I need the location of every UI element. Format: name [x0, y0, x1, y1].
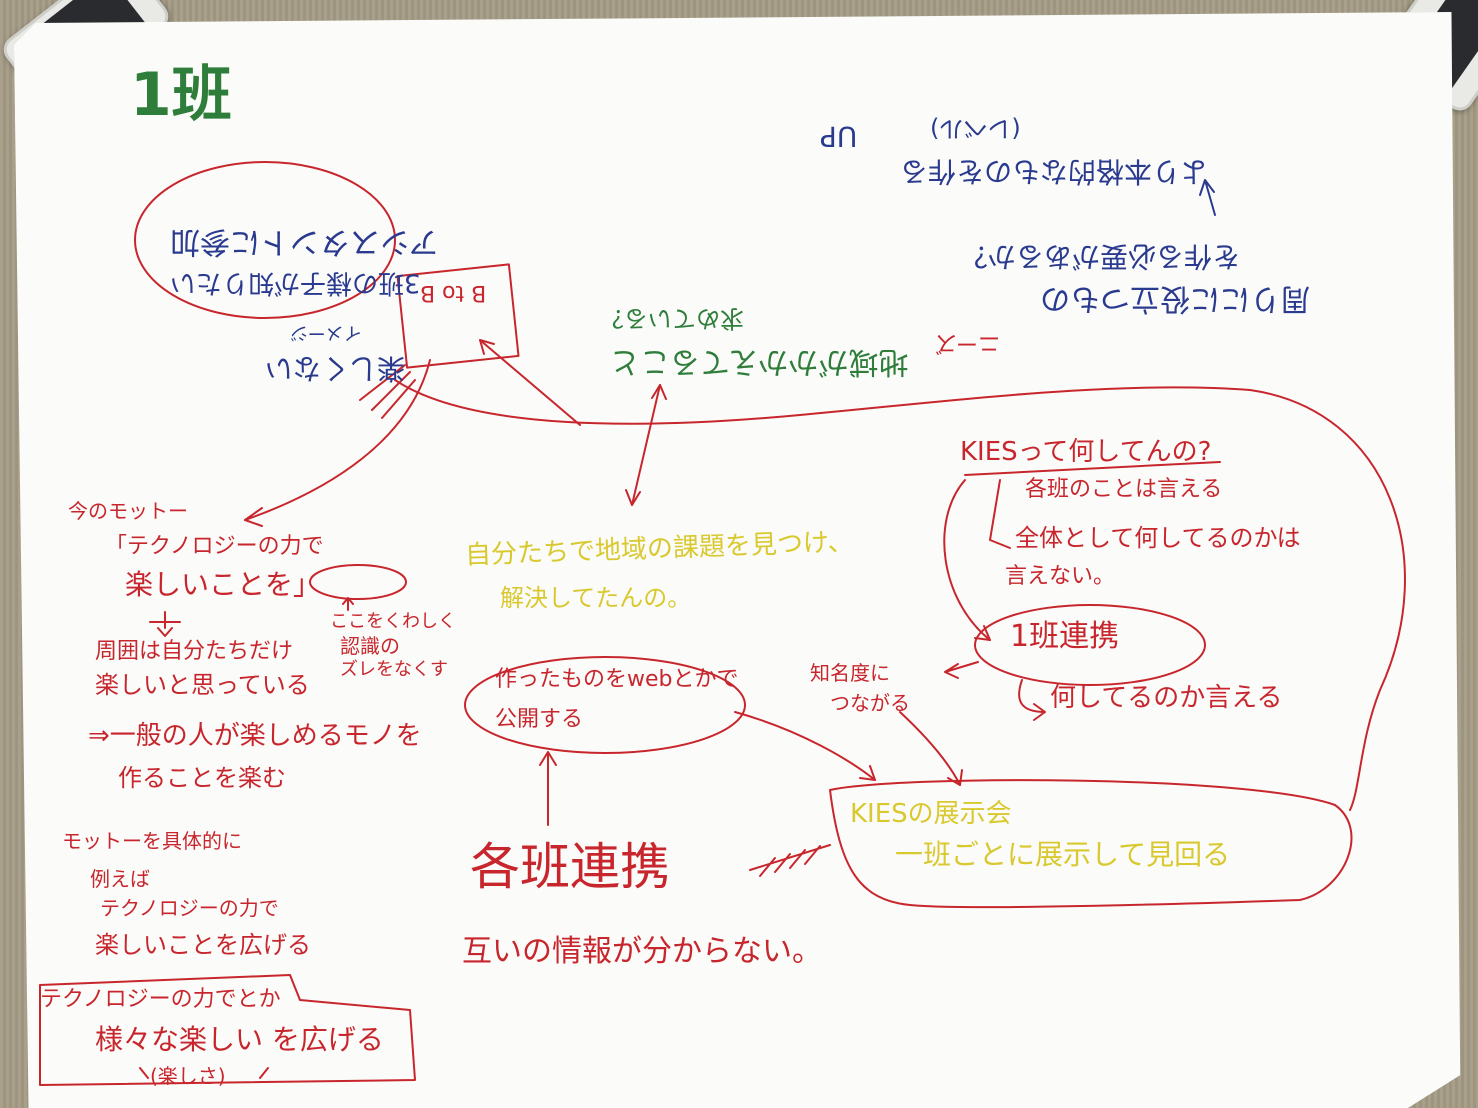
- inv-tanoshi-line1: 楽しくない: [265, 351, 406, 385]
- detail-line2: 認識の: [340, 634, 400, 658]
- concrete-line1: モットーを具体的に: [62, 829, 242, 853]
- kies-answer2: 全体として何してるのかは: [1015, 524, 1301, 552]
- motto-line2: 楽しいことを」: [125, 568, 322, 601]
- renkei-big: 各班連携: [470, 838, 670, 896]
- chimeido-line2: つながる: [830, 691, 910, 715]
- concrete-line2: 例えば: [90, 867, 150, 891]
- inv-btob: B to B: [420, 280, 487, 306]
- inv-oval-line2: 3班の様子が知りたい: [170, 267, 421, 298]
- yellow-line2: 解決してたんの。: [500, 584, 692, 612]
- concrete-line4: 楽しいことを広げる: [95, 931, 311, 959]
- detail-line1: ここをくわしく: [330, 611, 456, 632]
- inv-right-line2: を作る必要があるか？: [960, 239, 1241, 273]
- renkei-circle-label: 1班連携: [1010, 619, 1120, 654]
- chimeido-line1: 知名度に: [810, 661, 890, 685]
- exhibit-line2: 一班ごとに展示して見回る: [895, 838, 1231, 871]
- inv-right-line4: (レベル): [930, 114, 1021, 143]
- inv-right-line3: より本格的なものを作る: [900, 154, 1208, 188]
- box-line1: テクノロジーの力でとか: [40, 987, 281, 1012]
- box-line3: (楽しさ): [150, 1064, 226, 1088]
- general-line1: ⇒一般の人が楽しめるモノを: [88, 721, 422, 751]
- surroundings-line1: 周囲は自分たちだけ: [95, 639, 294, 664]
- inv-green-line1: 地域がかかえてること: [610, 344, 909, 379]
- detail-line3: ズレをなくす: [340, 659, 448, 680]
- concrete-line3: テクノロジーの力で: [100, 896, 279, 920]
- surroundings-line2: 楽しいと思っている: [95, 671, 310, 699]
- kies-answer1: 各班のことは言える: [1025, 477, 1223, 502]
- inv-oval-line1: アシスタントに参加: [170, 224, 439, 259]
- motto-line1: 「テクノロジーの力で: [105, 534, 324, 559]
- inv-right-line1: 周りにに役立つもの: [1040, 281, 1310, 316]
- web-line1: 作ったものをwebとかで: [495, 667, 739, 692]
- info-unknown: 互いの情報が分からない。: [462, 934, 822, 969]
- box-line2: 様々な楽しい を広げる: [95, 1023, 384, 1056]
- inv-right-needs: ニーズ: [935, 330, 1000, 356]
- general-line2: 作ることを楽む: [118, 764, 286, 792]
- inv-tanoshi-line2: イメージ: [290, 321, 362, 343]
- inv-right-up: UP: [820, 119, 858, 153]
- kies-answer3: 言えない。: [1005, 564, 1116, 589]
- inv-green-line2: 求めている？: [600, 304, 744, 333]
- page-title: 1班: [130, 60, 232, 130]
- kies-question: KIESって何してんの?: [960, 437, 1212, 467]
- exhibit-line1: KIESの展示会: [850, 799, 1012, 829]
- nani-ieru: 何してるのか言える: [1050, 683, 1283, 713]
- web-line2: 公開する: [495, 707, 584, 732]
- motto-header: 今のモットー: [68, 499, 188, 523]
